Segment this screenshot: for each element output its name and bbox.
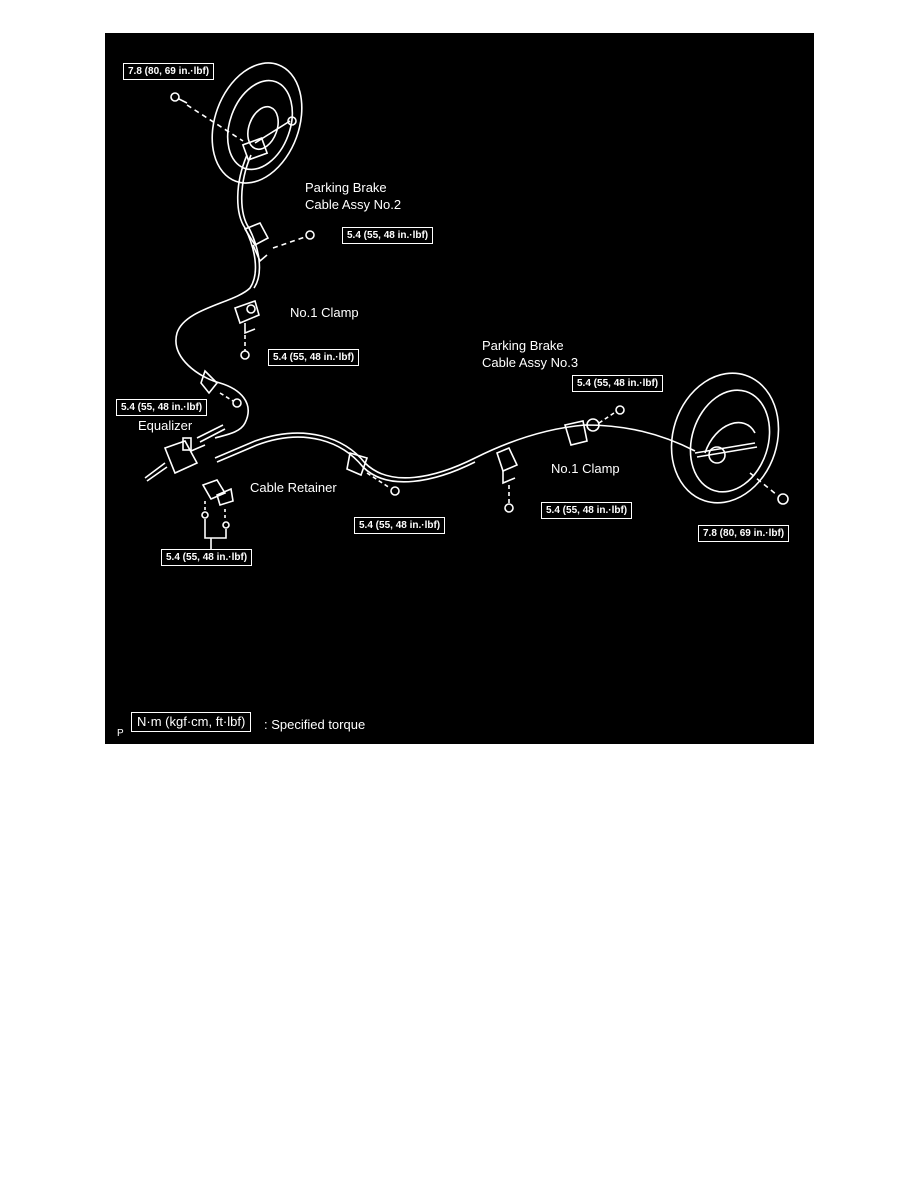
label-cable-no2-line1: Parking Brake [305,180,387,195]
torque-clamp-upper: 5.4 (55, 48 in.·lbf) [268,349,360,366]
torque-top-left: 7.8 (80, 69 in.·lbf) [123,63,215,80]
label-clamp-upper: No.1 Clamp [290,305,359,320]
label-clamp-lower: No.1 Clamp [551,461,620,476]
clamp-lower [496,446,519,513]
bolt-upper-mid [272,230,315,249]
torque-center: 5.4 (55, 48 in.·lbf) [354,517,446,534]
label-cable-no2: Parking Brake Cable Assy No.2 [305,179,401,213]
torque-equalizer: 5.4 (55, 48 in.·lbf) [116,399,208,416]
cable-retainer-part [201,479,234,558]
torque-bottom-right: 7.8 (80, 69 in.·lbf) [698,525,790,542]
label-cable-retainer: Cable Retainer [250,480,337,495]
legend-marker: P [117,728,124,739]
cable-no2 [175,154,257,439]
left-brake-drum [211,62,303,184]
diagram-panel: Parking Brake Cable Assy No.2 Parking Br… [105,33,814,744]
legend-torque-box: N·m (kgf·cm, ft·lbf) [131,712,252,732]
label-equalizer: Equalizer [138,418,193,433]
equalizer-part [144,424,226,482]
cable-guide-center [346,451,400,496]
bolt-top-left [170,92,244,142]
torque-clamp-lower: 5.4 (55, 48 in.·lbf) [541,502,633,519]
torque-bottom-left: 5.4 (55, 48 in.·lbf) [161,549,253,566]
clamp-upper [233,299,260,360]
torque-right-upper: 5.4 (55, 48 in.·lbf) [572,375,664,392]
cable-no3 [214,424,696,479]
parking-brake-cable-drawing [144,62,789,558]
label-cable-no3: Parking Brake Cable Assy No.3 [482,337,578,371]
label-cable-no3-line1: Parking Brake [482,338,564,353]
cable-bracket-right [563,405,625,446]
torque-upper-mid: 5.4 (55, 48 in.·lbf) [342,227,434,244]
right-brake-drum [670,372,789,505]
cable-guide [200,369,242,408]
legend-text: : Specified torque [264,717,366,732]
cable-bracket-upper [243,221,270,263]
label-cable-no3-line2: Cable Assy No.3 [482,355,579,370]
label-cable-no2-line2: Cable Assy No.2 [305,197,402,212]
